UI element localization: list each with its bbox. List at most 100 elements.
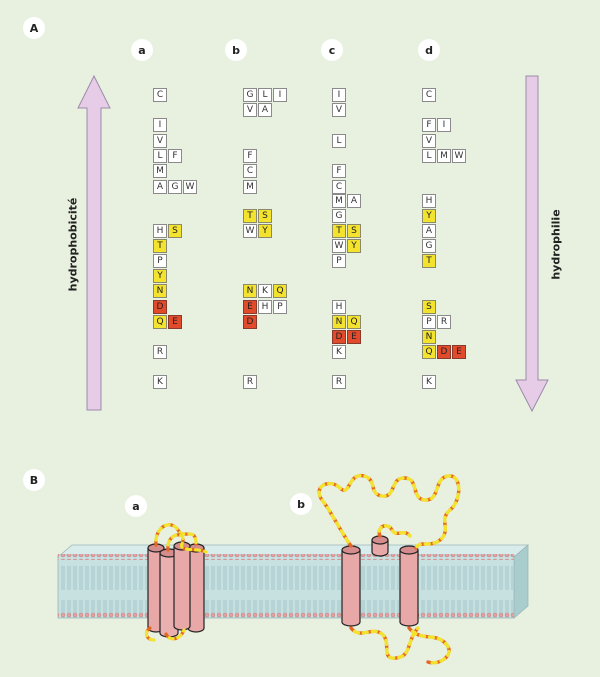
residue-D: D: [332, 330, 346, 344]
residue-D: D: [243, 315, 257, 329]
residue-V: V: [243, 103, 257, 117]
residue-G: G: [168, 180, 182, 194]
residue-Q: Q: [153, 315, 167, 329]
residue-I: I: [273, 88, 287, 102]
membrane-label-b: b: [290, 493, 312, 515]
membrane-front: [57, 554, 515, 619]
residue-M: M: [153, 164, 167, 178]
residue-T: T: [243, 209, 257, 223]
residue-Q: Q: [422, 345, 436, 359]
residue-H: H: [258, 300, 272, 314]
residue-G: G: [422, 239, 436, 253]
residue-R: R: [437, 315, 451, 329]
panel-label-b: B: [23, 469, 45, 491]
residue-C: C: [153, 88, 167, 102]
residue-T: T: [422, 254, 436, 268]
residue-W: W: [332, 239, 346, 253]
residue-T: T: [332, 224, 346, 238]
residue-N: N: [153, 284, 167, 298]
residue-Y: Y: [347, 239, 361, 253]
protein-a-loops: [144, 523, 208, 642]
residue-Y: Y: [153, 269, 167, 283]
membrane-label-a: a: [125, 495, 147, 517]
column-label-a: a: [131, 39, 153, 61]
column-label-b: b: [225, 39, 247, 61]
residue-D: D: [437, 345, 451, 359]
residue-S: S: [258, 209, 272, 223]
protein-b-helices: [341, 535, 419, 627]
protein-b-loops: [317, 474, 461, 665]
residue-K: K: [258, 284, 272, 298]
hydrophobicity-arrow: [77, 74, 111, 411]
residue-S: S: [422, 300, 436, 314]
residue-Q: Q: [347, 315, 361, 329]
residue-F: F: [243, 149, 257, 163]
residue-W: W: [243, 224, 257, 238]
residue-Y: Y: [422, 209, 436, 223]
residue-K: K: [153, 375, 167, 389]
residue-H: H: [153, 224, 167, 238]
residue-C: C: [422, 88, 436, 102]
residue-E: E: [168, 315, 182, 329]
residue-N: N: [243, 284, 257, 298]
residue-C: C: [243, 164, 257, 178]
residue-T: T: [153, 239, 167, 253]
residue-N: N: [422, 330, 436, 344]
residue-M: M: [437, 149, 451, 163]
residue-I: I: [153, 118, 167, 132]
membrane-top-heads: [58, 554, 514, 560]
residue-L: L: [332, 134, 346, 148]
residue-V: V: [422, 134, 436, 148]
residue-W: W: [183, 180, 197, 194]
residue-Q: Q: [273, 284, 287, 298]
residue-K: K: [422, 375, 436, 389]
residue-V: V: [153, 134, 167, 148]
residue-E: E: [452, 345, 466, 359]
residue-G: G: [332, 209, 346, 223]
residue-L: L: [153, 149, 167, 163]
residue-V: V: [332, 103, 346, 117]
residue-P: P: [153, 254, 167, 268]
residue-A: A: [153, 180, 167, 194]
residue-E: E: [243, 300, 257, 314]
residue-I: I: [332, 88, 346, 102]
residue-P: P: [273, 300, 287, 314]
residue-A: A: [258, 103, 272, 117]
residue-L: L: [258, 88, 272, 102]
residue-F: F: [422, 118, 436, 132]
residue-Y: Y: [258, 224, 272, 238]
residue-S: S: [168, 224, 182, 238]
residue-I: I: [437, 118, 451, 132]
residue-N: N: [332, 315, 346, 329]
residue-P: P: [422, 315, 436, 329]
residue-A: A: [422, 224, 436, 238]
residue-M: M: [243, 180, 257, 194]
residue-L: L: [422, 149, 436, 163]
residue-M: M: [332, 194, 346, 208]
membrane-bottom-heads: [58, 612, 514, 618]
residue-R: R: [243, 375, 257, 389]
residue-W: W: [452, 149, 466, 163]
residue-R: R: [153, 345, 167, 359]
column-label-c: c: [321, 39, 343, 61]
residue-G: G: [243, 88, 257, 102]
residue-F: F: [332, 164, 346, 178]
residue-D: D: [153, 300, 167, 314]
hydrophilicity-arrow: [515, 75, 549, 413]
residue-A: A: [347, 194, 361, 208]
residue-P: P: [332, 254, 346, 268]
residue-H: H: [332, 300, 346, 314]
column-label-d: d: [418, 39, 440, 61]
residue-R: R: [332, 375, 346, 389]
membrane-side-face: [513, 544, 529, 619]
residue-C: C: [332, 180, 346, 194]
panel-label-a: A: [23, 17, 45, 39]
residue-F: F: [168, 149, 182, 163]
residue-S: S: [347, 224, 361, 238]
residue-K: K: [332, 345, 346, 359]
residue-H: H: [422, 194, 436, 208]
residue-E: E: [347, 330, 361, 344]
